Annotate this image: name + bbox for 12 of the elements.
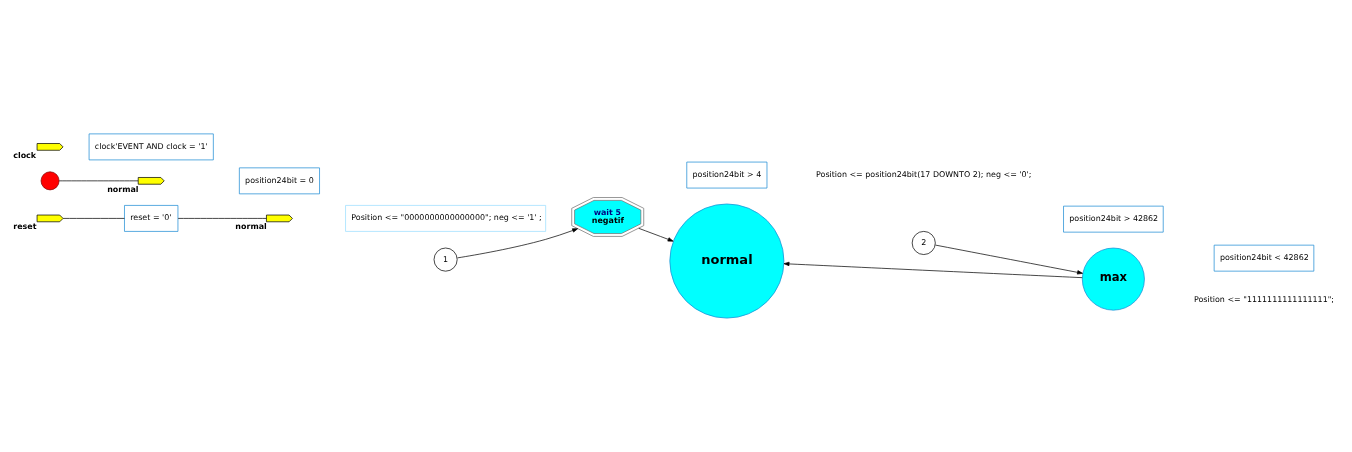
arrow: [935, 244, 1083, 275]
connector: [62, 218, 125, 219]
node-box: [36, 143, 64, 151]
arrow: [638, 227, 674, 242]
connector: [177, 218, 267, 219]
node-circle: [40, 171, 60, 191]
node-box: [137, 177, 165, 185]
arrow: [783, 261, 1083, 279]
node-box: [266, 214, 293, 223]
arrow: [457, 228, 578, 259]
node-box: [36, 214, 64, 223]
node-circle: max: [1081, 247, 1145, 311]
